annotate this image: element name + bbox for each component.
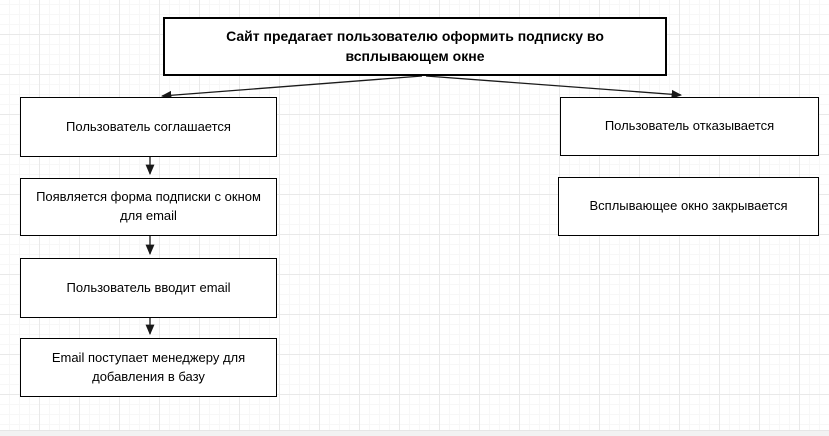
node-user-declines[interactable]: Пользователь отказывается: [560, 97, 819, 156]
node-label: Пользователь соглашается: [66, 118, 231, 134]
edge-root-to-decline[interactable]: [425, 75, 683, 99]
node-root-offer-subscription[interactable]: Сайт предагает пользователю оформить под…: [163, 17, 667, 76]
node-label: Пользователь вводит email: [66, 279, 231, 295]
node-user-agrees[interactable]: Пользователь соглашается: [20, 97, 277, 157]
node-email-sent-to-manager[interactable]: Email поступает менеджеру для добавления…: [20, 338, 277, 397]
node-user-enters-email[interactable]: Пользователь вводит email: [20, 258, 277, 318]
node-label: Сайт предагает пользователю оформить под…: [226, 27, 604, 64]
node-popup-closes[interactable]: Всплывающее окно закрывается: [558, 177, 819, 236]
node-label: Пользователь отказывается: [604, 118, 775, 134]
node-label: Появляется форма подписки с окном для em…: [36, 189, 261, 223]
canvas-page-edge: [0, 430, 829, 436]
node-label: Email поступает менеджеру для добавления…: [51, 349, 246, 384]
node-subscription-form-appears[interactable]: Появляется форма подписки с окном для em…: [20, 178, 277, 236]
node-label: Всплывающее окно закрывается: [589, 198, 788, 214]
edge-root-to-agree[interactable]: [160, 75, 423, 100]
